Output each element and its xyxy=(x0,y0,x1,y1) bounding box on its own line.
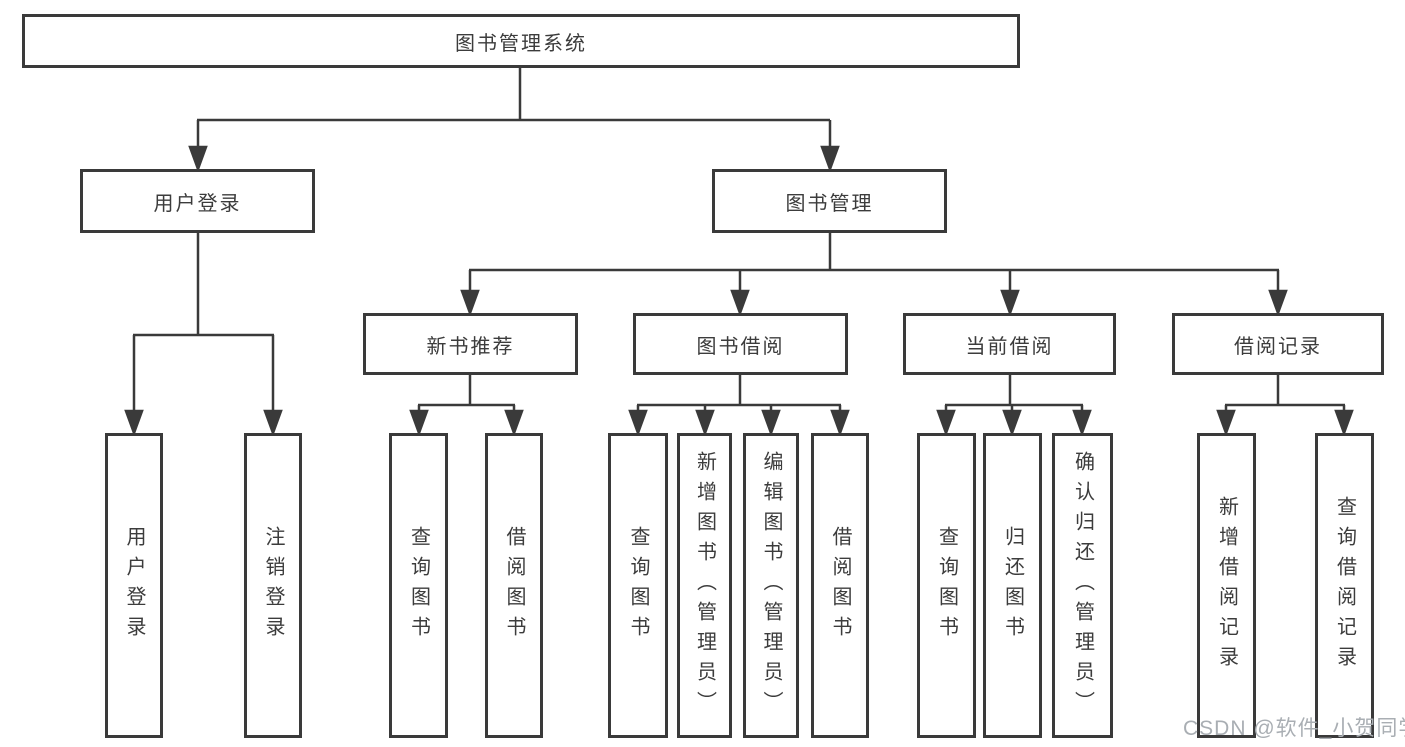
node-library-management-system: 图书管理系统 xyxy=(22,14,1020,68)
leaf-add-borrow-record: 新增借阅记录 xyxy=(1197,433,1256,738)
leaf-user-login: 用户登录 xyxy=(105,433,163,738)
leaf-add-book-admin: 新增图书（管理员） xyxy=(677,433,732,738)
leaf-borrow-book: 借阅图书 xyxy=(811,433,869,738)
node-book-management: 图书管理 xyxy=(712,169,947,233)
node-book-borrow: 图书借阅 xyxy=(633,313,848,375)
leaf-query-borrow-record: 查询借阅记录 xyxy=(1315,433,1374,738)
node-user-login: 用户登录 xyxy=(80,169,315,233)
leaf-logout-login: 注销登录 xyxy=(244,433,302,738)
leaf-borrow-book-recommend: 借阅图书 xyxy=(485,433,543,738)
node-current-borrow: 当前借阅 xyxy=(903,313,1116,375)
leaf-edit-book-admin: 编辑图书（管理员） xyxy=(743,433,799,738)
csdn-watermark: CSDN @软件_小贺同学 xyxy=(1183,717,1405,740)
leaf-query-book-current: 查询图书 xyxy=(917,433,976,738)
node-borrow-record: 借阅记录 xyxy=(1172,313,1384,375)
leaf-query-book-borrow: 查询图书 xyxy=(608,433,668,738)
leaf-return-book: 归还图书 xyxy=(983,433,1042,738)
node-new-book-recommend: 新书推荐 xyxy=(363,313,578,375)
leaf-query-book-recommend: 查询图书 xyxy=(389,433,448,738)
leaf-confirm-return-admin: 确认归还（管理员） xyxy=(1052,433,1113,738)
